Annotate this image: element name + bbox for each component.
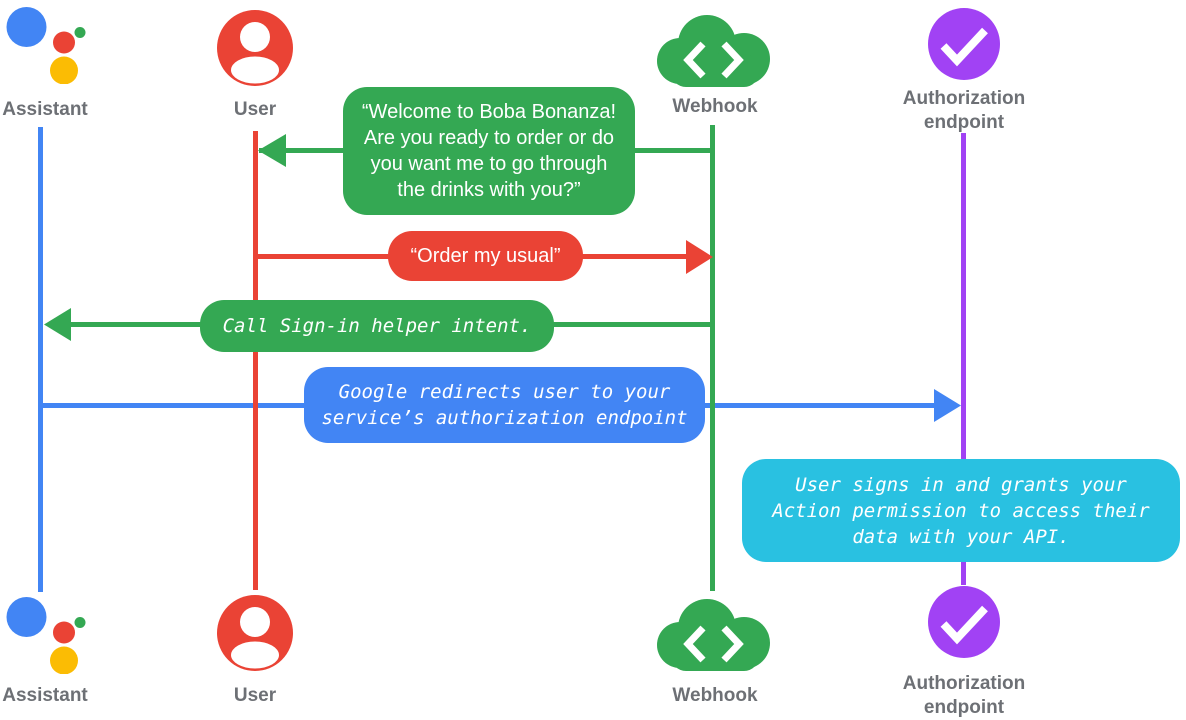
arrow-order-head [686, 240, 713, 274]
message-line: data with your API. [852, 525, 1070, 548]
actor-label-auth-line2: endpoint [923, 112, 1005, 133]
message-bubble-signin-helper: Call Sign-in helper intent. [200, 300, 554, 352]
message-line: Google redirects user to your [338, 381, 671, 403]
message-line: you want me to go through [370, 153, 608, 175]
user-avatar-icon [217, 10, 293, 86]
code-bracket-left [683, 41, 706, 79]
message-line: Are you ready to order or do [363, 127, 615, 149]
code-bracket-right [721, 41, 744, 79]
arrow-signin-head [44, 308, 71, 341]
auth-endpoint-lifeline [961, 133, 966, 585]
actor-label-auth-line1: Authorization [902, 88, 1026, 109]
message-line: the drinks with you?” [397, 179, 581, 201]
message-line: Action permission to access their [772, 499, 1150, 522]
authorization-check-icon-bottom [928, 586, 1000, 658]
checkmark-glyph [940, 605, 988, 645]
note-bubble-user-signs-in: User signs in and grants your Action per… [742, 459, 1180, 562]
message-bubble-order: “Order my usual” [388, 231, 583, 281]
code-bracket-right [721, 625, 744, 663]
user-lifeline [253, 131, 258, 590]
actor-label-assistant-bottom: Assistant [2, 685, 88, 706]
actor-label-auth-line1: Authorization [902, 673, 1026, 694]
message-line: “Welcome to Boba Bonanza! [361, 101, 617, 123]
actor-label-user-top: User [233, 99, 277, 120]
webhook-cloud-icon-bottom [657, 599, 770, 671]
actor-label-webhook-top: Webhook [672, 96, 758, 117]
authorization-check-icon [928, 8, 1000, 80]
actor-label-user-bottom: User [233, 685, 277, 706]
webhook-lifeline [710, 125, 715, 591]
actor-label-webhook-bottom: Webhook [672, 685, 758, 706]
message-bubble-welcome: “Welcome to Boba Bonanza! Are you ready … [343, 87, 635, 215]
google-assistant-icon [6, 7, 86, 84]
code-bracket-left [683, 625, 706, 663]
assistant-lifeline [38, 127, 43, 592]
webhook-cloud-icon [657, 15, 770, 87]
actor-label-auth-top: Authorization endpoint [903, 87, 1025, 135]
message-bubble-redirect: Google redirects user to your service’s … [304, 367, 705, 443]
user-avatar-icon-bottom [217, 595, 293, 671]
message-line: Call Sign-in helper intent. [222, 315, 532, 337]
checkmark-glyph [940, 27, 988, 67]
actor-label-auth-bottom: Authorization endpoint [903, 672, 1025, 720]
google-assistant-icon-bottom [6, 597, 86, 674]
actor-label-auth-line2: endpoint [923, 697, 1005, 718]
actor-label-assistant-top: Assistant [2, 99, 88, 120]
message-line: service’s authorization endpoint [321, 407, 688, 429]
message-line: User signs in and grants your [795, 473, 1127, 496]
arrow-welcome-head [258, 134, 286, 167]
arrow-redirect-head [934, 389, 961, 422]
message-line: “Order my usual” [410, 245, 561, 267]
